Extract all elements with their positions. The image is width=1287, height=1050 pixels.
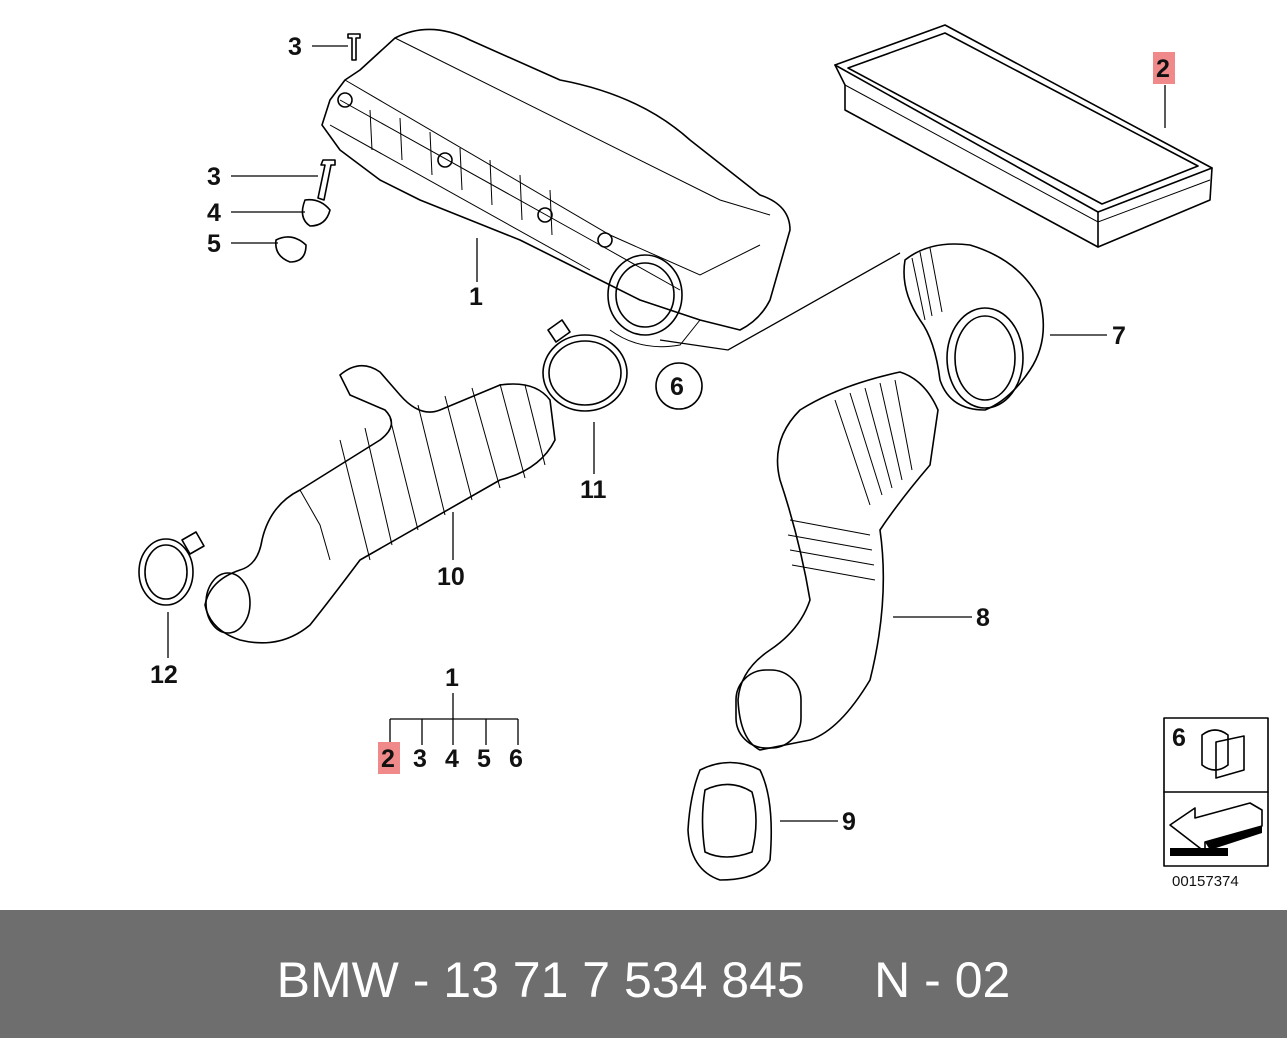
callout-3-side: 3 <box>207 163 221 191</box>
callout-6-clip: 6 <box>670 373 684 401</box>
hose-clamp-small <box>138 531 205 606</box>
hose-clamp-large <box>542 319 628 412</box>
set-parent-label: 1 <box>445 664 459 692</box>
image-number: 00157374 <box>1172 873 1239 890</box>
callout-1-housing: 1 <box>469 283 483 311</box>
set-child-4: 4 <box>445 745 459 773</box>
air-filter-housing <box>321 28 791 348</box>
callout-8: 8 <box>976 604 990 632</box>
highlight-part-2-set <box>378 742 400 774</box>
clip-icon <box>1201 729 1245 779</box>
screw-side <box>317 159 336 201</box>
callout-3-top: 3 <box>288 33 302 61</box>
set-child-5: 5 <box>477 745 491 773</box>
screw-top <box>347 33 361 61</box>
grommet-lower <box>274 236 307 263</box>
intake-hose <box>204 364 556 644</box>
leader-lines <box>167 45 1166 822</box>
callout-12: 12 <box>150 661 178 689</box>
part-number-title: BMW - 13 71 7 534 845 N - 02 <box>276 952 1011 1008</box>
duct-seal <box>687 761 772 881</box>
air-filter-element <box>834 24 1213 248</box>
set-child-6: 6 <box>509 745 523 773</box>
legend-box: 6 <box>1163 717 1269 867</box>
callout-2-filter: 2 <box>1156 55 1170 83</box>
callout-7: 7 <box>1112 322 1126 350</box>
clip-callout-circle <box>655 362 703 410</box>
callout-9: 9 <box>842 808 856 836</box>
callout-5: 5 <box>207 230 221 258</box>
grommet-upper <box>301 198 331 227</box>
parts-diagram: 3 3 4 5 1 2 6 7 8 9 10 11 12 1 2 3 4 5 6… <box>138 24 1269 890</box>
footer-bar: BMW - 13 71 7 534 845 N - 02 <box>0 910 1287 1038</box>
bellows-duct <box>735 371 939 751</box>
set-child-3: 3 <box>413 745 427 773</box>
direction-arrow-icon <box>1169 802 1263 856</box>
callout-4: 4 <box>207 199 221 227</box>
highlight-part-2-top <box>1153 52 1175 84</box>
callout-11: 11 <box>580 476 607 504</box>
intake-elbow <box>903 243 1045 411</box>
legend-clip-number: 6 <box>1172 724 1186 752</box>
callout-10: 10 <box>437 563 465 591</box>
set-child-2: 2 <box>381 745 395 773</box>
